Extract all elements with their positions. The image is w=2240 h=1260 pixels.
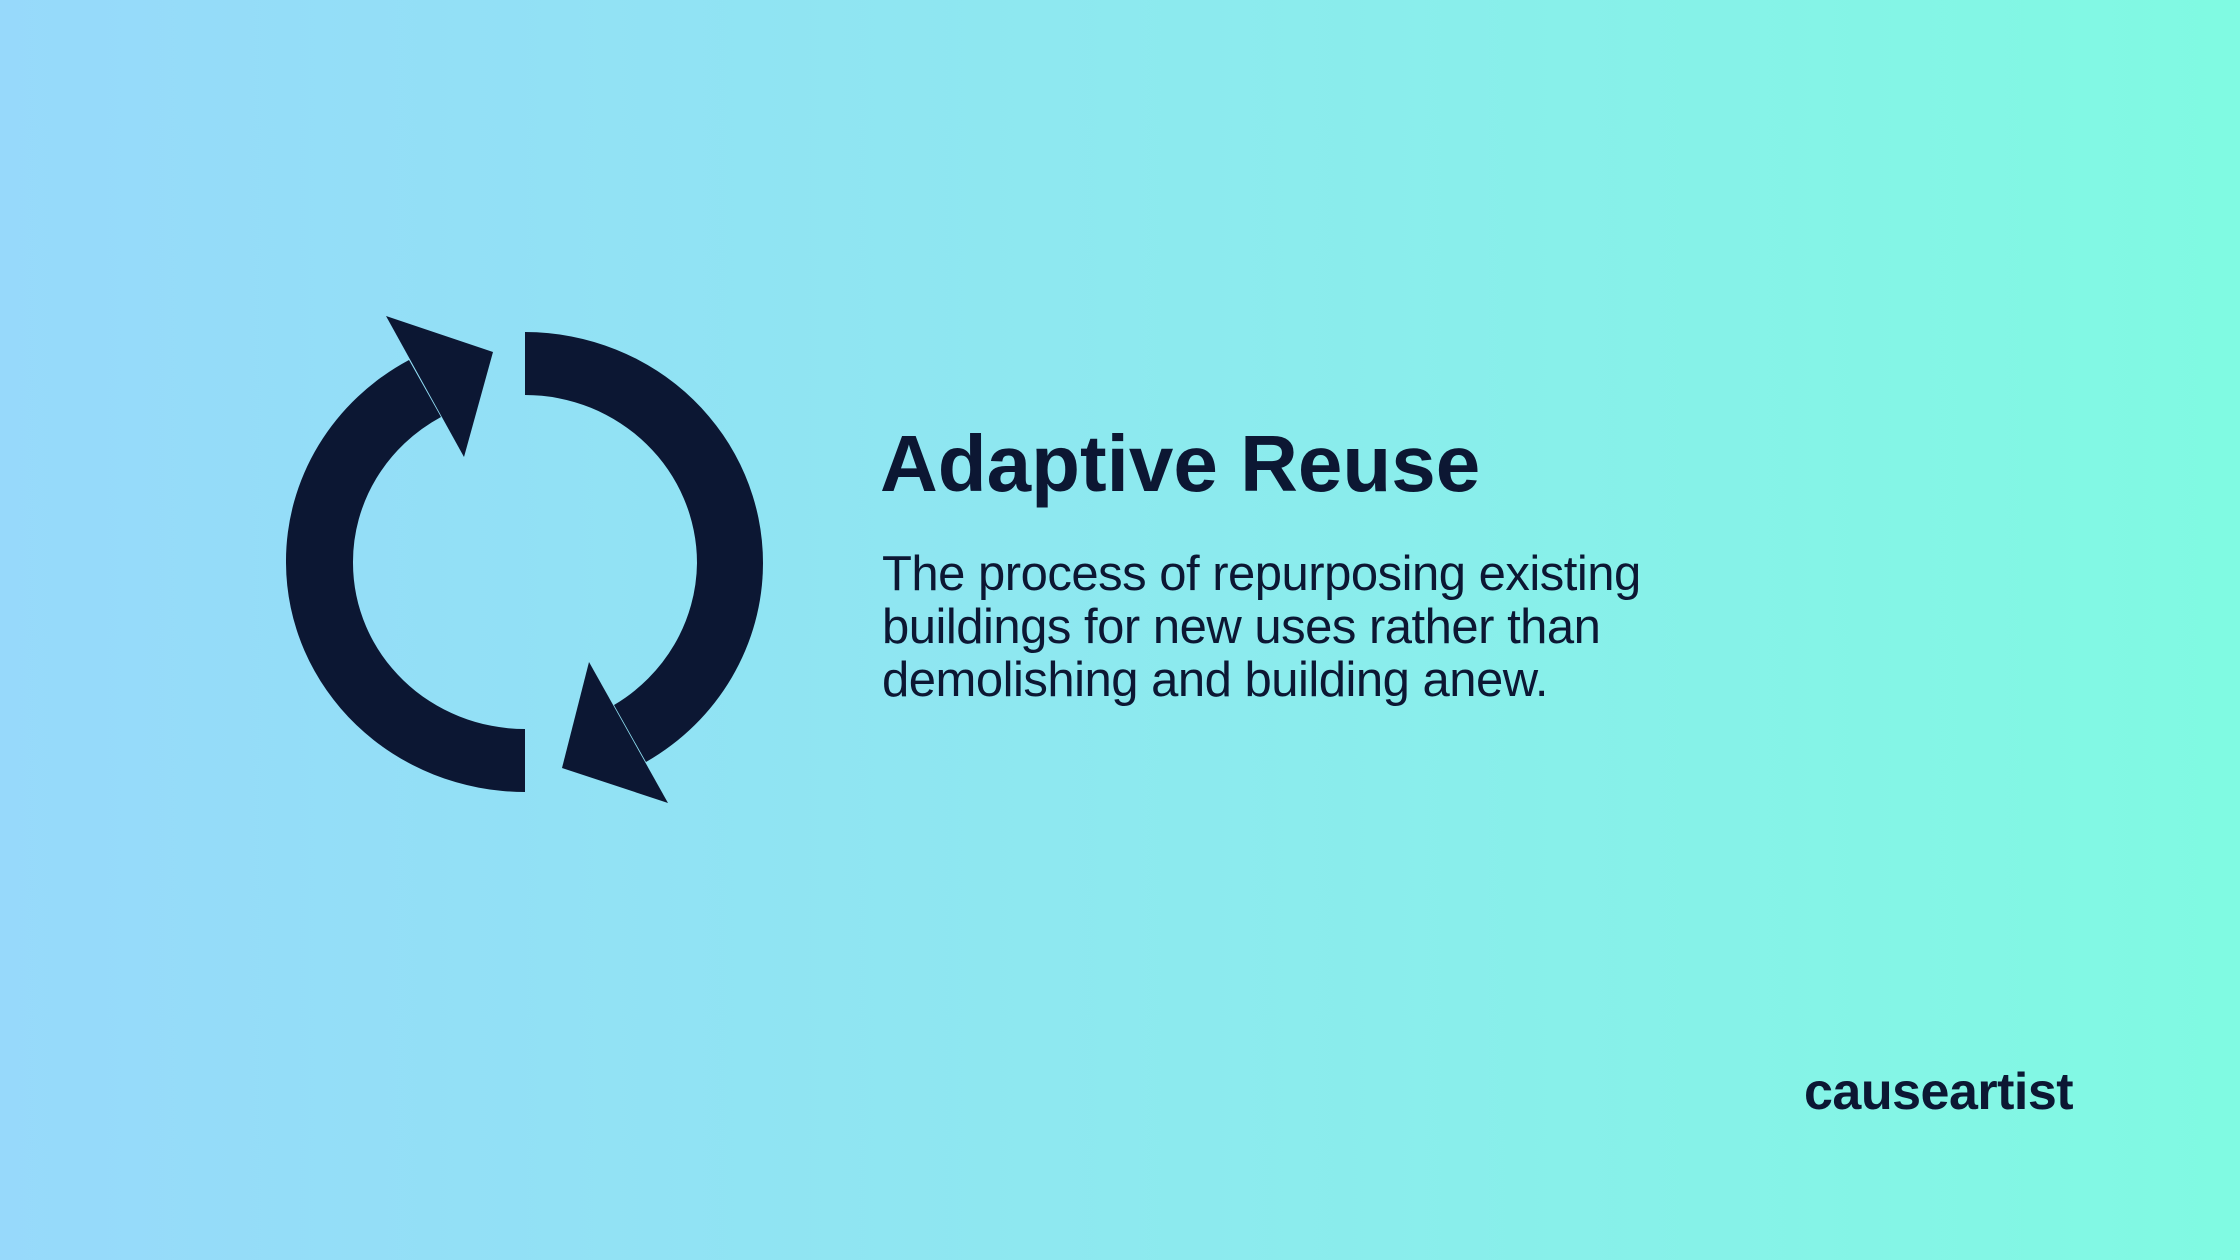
bottom-arrow-head (562, 662, 668, 803)
slide-title: Adaptive Reuse (880, 419, 1481, 508)
description-line: buildings for new uses rather than (882, 600, 1601, 654)
description-line: demolishing and building anew. (882, 653, 1549, 707)
right-arc-arrow-body (525, 332, 764, 762)
description-line: The process of repurposing existing (882, 547, 1641, 601)
slide-description: The process of repurposing existing buil… (882, 548, 1842, 707)
brand-logo: causeartist (1804, 1063, 2074, 1121)
left-arc-arrow-body (285, 360, 525, 792)
top-arrow-head (386, 316, 493, 457)
